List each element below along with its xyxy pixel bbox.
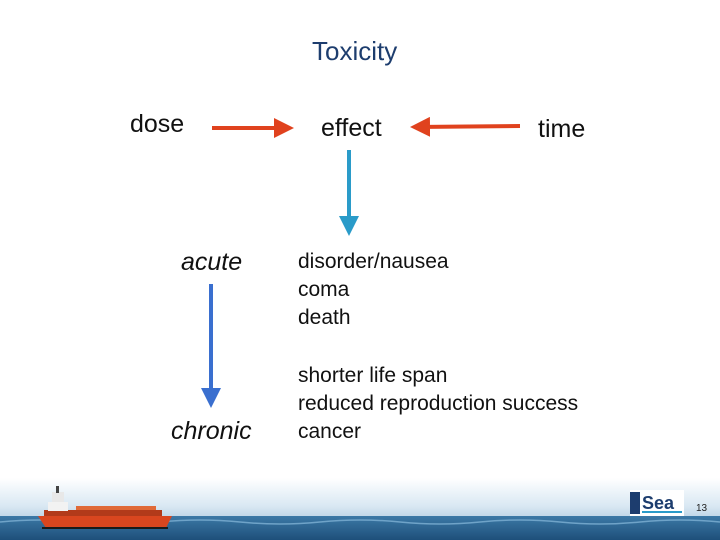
chronic-effects-list: shorter life span reduced reproduction s… (298, 362, 578, 446)
label-dose: dose (130, 110, 185, 138)
acute-effects-list: disorder/nausea coma death (298, 248, 449, 332)
label-time: time (538, 115, 586, 143)
label-acute: acute (181, 248, 243, 276)
arrow-time-to-effect (410, 116, 521, 137)
logo-text: Sea (642, 493, 675, 513)
footer-sea-banner (0, 478, 720, 540)
ship-icon (38, 486, 172, 529)
acute-effect-item: death (298, 306, 351, 329)
acute-effect-item: disorder/nausea (298, 250, 449, 273)
chronic-effect-item: shorter life span (298, 364, 448, 387)
label-effect: effect (321, 114, 382, 142)
page-number: 13 (696, 503, 708, 514)
sea-logo-icon: Sea (630, 490, 684, 516)
slide-title: Toxicity (312, 36, 398, 66)
acute-effect-item: coma (298, 278, 350, 301)
label-chronic: chronic (171, 417, 252, 445)
chronic-effect-item: cancer (298, 420, 362, 443)
chronic-effect-item: reduced reproduction success (298, 392, 579, 415)
